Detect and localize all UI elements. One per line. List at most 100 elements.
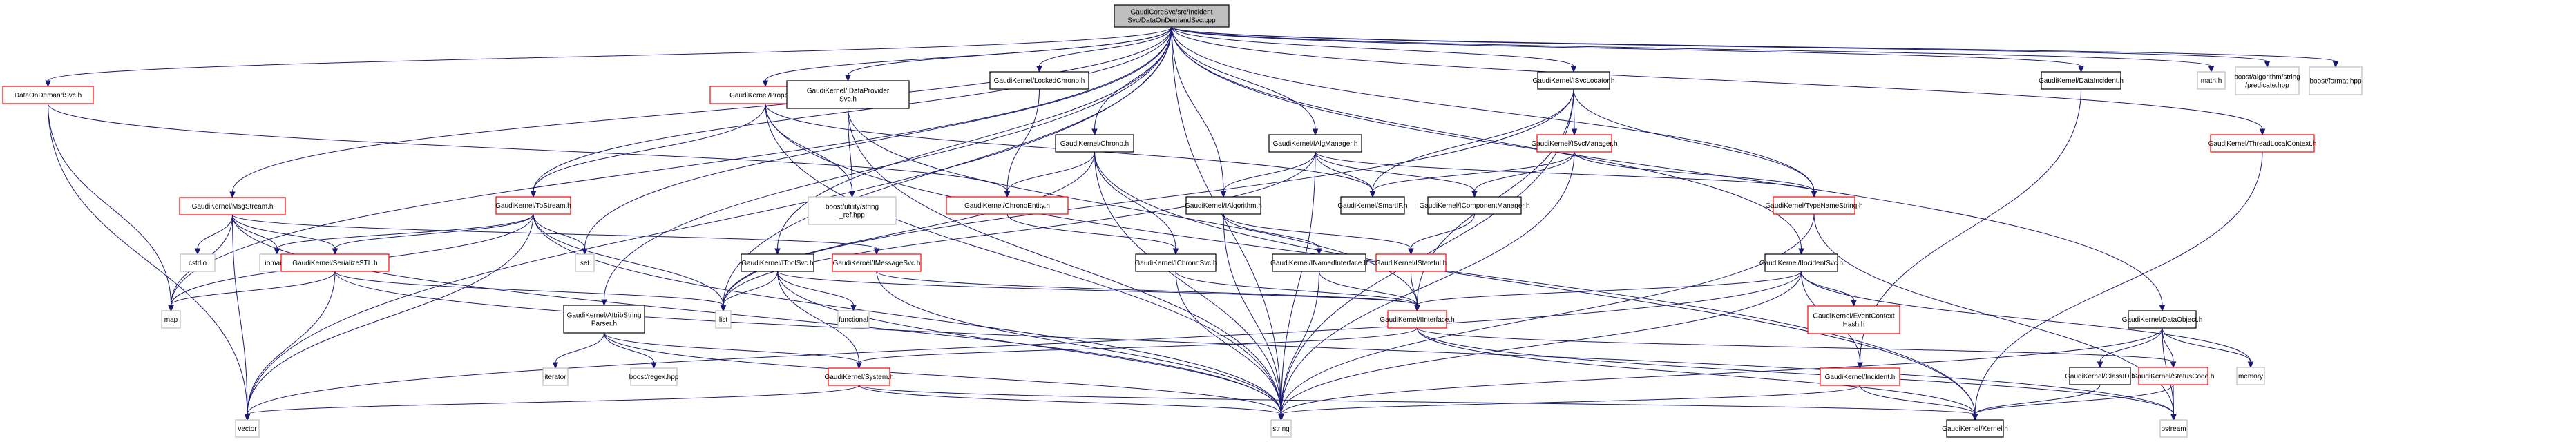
edge-IAlgManager_h-to-IComponentManager_h <box>1315 151 1478 198</box>
edge-line <box>1315 151 1373 192</box>
node-box <box>1387 310 1447 329</box>
node-box <box>1820 367 1900 386</box>
node-MsgStream_h[interactable]: GaudiKernel/MsgStream.h <box>179 197 286 215</box>
node-IIncidentSvc_h[interactable]: GaudiKernel/IIncidentSvc.h <box>1759 253 1843 272</box>
edge-IToolSvc_h-to-functional <box>777 271 857 312</box>
node-ClassID_h[interactable]: GaudiKernel/ClassID.h <box>2065 367 2135 385</box>
edge-line <box>1411 271 1418 306</box>
node-box <box>2 86 94 104</box>
node-label: GaudiKernel/Kernel.h <box>1942 425 2008 433</box>
edge-AttribStringParser_h-to-iterator <box>552 332 604 369</box>
edge-arrowhead <box>1857 362 1863 369</box>
node-IToolSvc_h[interactable]: GaudiKernel/IToolSvc.h <box>741 253 814 272</box>
edge-arrowhead <box>651 362 657 369</box>
edge-arrowhead <box>45 80 51 88</box>
node-Incident_h[interactable]: GaudiKernel/Incident.h <box>1820 367 1900 386</box>
node-box <box>1268 134 1362 153</box>
node-IInterface_h[interactable]: GaudiKernel/IInterface.h <box>1380 310 1455 329</box>
edge-MsgStream_h-to-vector <box>232 214 251 421</box>
node-box <box>1270 419 1292 438</box>
node-label: Parser.h <box>591 320 617 328</box>
node-root[interactable]: GaudiCoreSvc/src/IncidentSvc/DataOnDeman… <box>1114 4 1230 28</box>
node-Kernel_h[interactable]: GaudiKernel/Kernel.h <box>1942 419 2008 438</box>
node-Chrono_h[interactable]: GaudiKernel/Chrono.h <box>1055 134 1134 153</box>
node-ISvcManager_h[interactable]: GaudiKernel/ISvcManager.h <box>1531 134 1618 153</box>
edge-arrowhead <box>601 299 607 307</box>
node-DataIncident_h[interactable]: GaudiKernel/DataIncident.h <box>2039 71 2124 90</box>
edge-arrowhead <box>168 305 174 312</box>
node-ISvcLocator_h[interactable]: GaudiKernel/ISvcLocator.h <box>1533 71 1615 90</box>
node-ToStream_h[interactable]: GaudiKernel/ToStream.h <box>495 196 571 215</box>
node-label: GaudiKernel/ISvcManager.h <box>1531 140 1617 148</box>
edge-arrowhead <box>1798 248 1804 256</box>
edge-ToStream_h-to-SerializeSTL_h <box>332 213 534 256</box>
edge-line <box>1860 385 1976 415</box>
edge-line <box>1223 151 1316 192</box>
node-TypeNameString_h[interactable]: GaudiKernel/TypeNameString.h <box>1765 196 1863 215</box>
node-label: GaudiKernel/IChronoSvc.h <box>1135 260 1217 267</box>
node-box <box>1536 134 1612 153</box>
edge-MsgStream_h-to-cstdio <box>194 214 233 256</box>
edge-root-to-DataOnDemandSvc_h <box>45 26 1172 88</box>
edge-line <box>232 214 877 249</box>
node-cstdio: cstdio <box>180 253 216 272</box>
edge-line <box>1006 151 1095 192</box>
edge-line <box>1573 88 1815 192</box>
node-IComponentManager_h[interactable]: GaudiKernel/IComponentManager.h <box>1419 196 1530 215</box>
node-SerializeSTL_h[interactable]: GaudiKernel/SerializeSTL.h <box>280 253 390 272</box>
edge-arrowhead <box>244 414 251 421</box>
node-DataObject_h[interactable]: GaudiKernel/DataObject.h <box>2122 310 2203 329</box>
edge-IAlgManager_h-to-IAlgorithm_h <box>1220 151 1316 198</box>
edge-DataOnDemandSvc_h-to-ChronoEntity_h <box>48 103 1011 198</box>
node-INamedInterface_h[interactable]: GaudiKernel/INamedInterface.h <box>1270 253 1368 272</box>
node-box <box>808 196 897 225</box>
node-IStateful_h[interactable]: GaudiKernel/IStateful.h <box>1375 253 1447 272</box>
edge-line <box>604 26 1172 300</box>
node-box <box>1340 196 1405 215</box>
node-label: GaudiKernel/SmartIF.h <box>1337 202 1407 210</box>
edge-line <box>2099 327 2163 363</box>
node-ChronoEntity_h[interactable]: GaudiKernel/ChronoEntity.h <box>946 196 1069 215</box>
node-SmartIF_h[interactable]: GaudiKernel/SmartIF.h <box>1337 196 1408 215</box>
node-box <box>1427 196 1522 215</box>
edge-Chrono_h-to-string <box>1094 151 1284 421</box>
node-IAlgManager_h[interactable]: GaudiKernel/IAlgManager.h <box>1268 134 1362 153</box>
edge-line <box>48 103 248 415</box>
node-box <box>1135 253 1217 272</box>
node-label: memory <box>2238 373 2263 381</box>
node-IChronoSvc_h[interactable]: GaudiKernel/IChronoSvc.h <box>1135 253 1217 272</box>
edge-line <box>1171 26 1815 192</box>
node-StatusCode_h[interactable]: GaudiKernel/StatusCode.h <box>2133 367 2215 385</box>
edge-line <box>1171 26 2081 67</box>
edge-IAlgManager_h-to-SmartIF_h <box>1315 151 1376 198</box>
edge-IChronoSvc_h-to-IInterface_h <box>1175 271 1420 312</box>
edge-line <box>334 271 724 306</box>
edges-layer <box>45 26 2339 421</box>
edge-DataObject_h-to-memory <box>2162 327 2254 369</box>
edge-IAlgorithm_h-to-IStateful_h <box>1223 213 1414 256</box>
node-label: GaudiKernel/INamedInterface.h <box>1270 260 1368 267</box>
edge-line <box>1315 151 1815 192</box>
node-box <box>179 197 286 215</box>
node-math_h: math.h <box>2197 71 2226 90</box>
node-box <box>542 367 569 386</box>
node-LockedChrono_h[interactable]: GaudiKernel/LockedChrono.h <box>989 71 1089 90</box>
node-System_h[interactable]: GaudiKernel/System.h <box>824 367 894 386</box>
edge-arrowhead <box>856 362 862 369</box>
node-ThreadLocalContext_h[interactable]: GaudiKernel/ThreadLocalContext.h <box>2208 134 2317 153</box>
edge-line <box>247 271 1802 415</box>
edge-arrowhead <box>332 248 338 256</box>
edge-line <box>247 213 534 415</box>
node-IAlgorithm_h[interactable]: GaudiKernel/IAlgorithm.h <box>1185 196 1262 215</box>
node-IMessageSvc_h[interactable]: GaudiKernel/IMessageSvc.h <box>832 253 922 272</box>
edge-ToStream_h-to-list <box>533 213 727 312</box>
node-box <box>1375 253 1447 272</box>
edge-line <box>604 332 654 363</box>
node-DataOnDemandSvc_h[interactable]: DataOnDemandSvc.h <box>2 86 94 104</box>
edge-root-to-IDataProviderSvc_h <box>845 26 1172 82</box>
node-box <box>715 310 732 329</box>
node-label: GaudiKernel/System.h <box>824 374 893 381</box>
